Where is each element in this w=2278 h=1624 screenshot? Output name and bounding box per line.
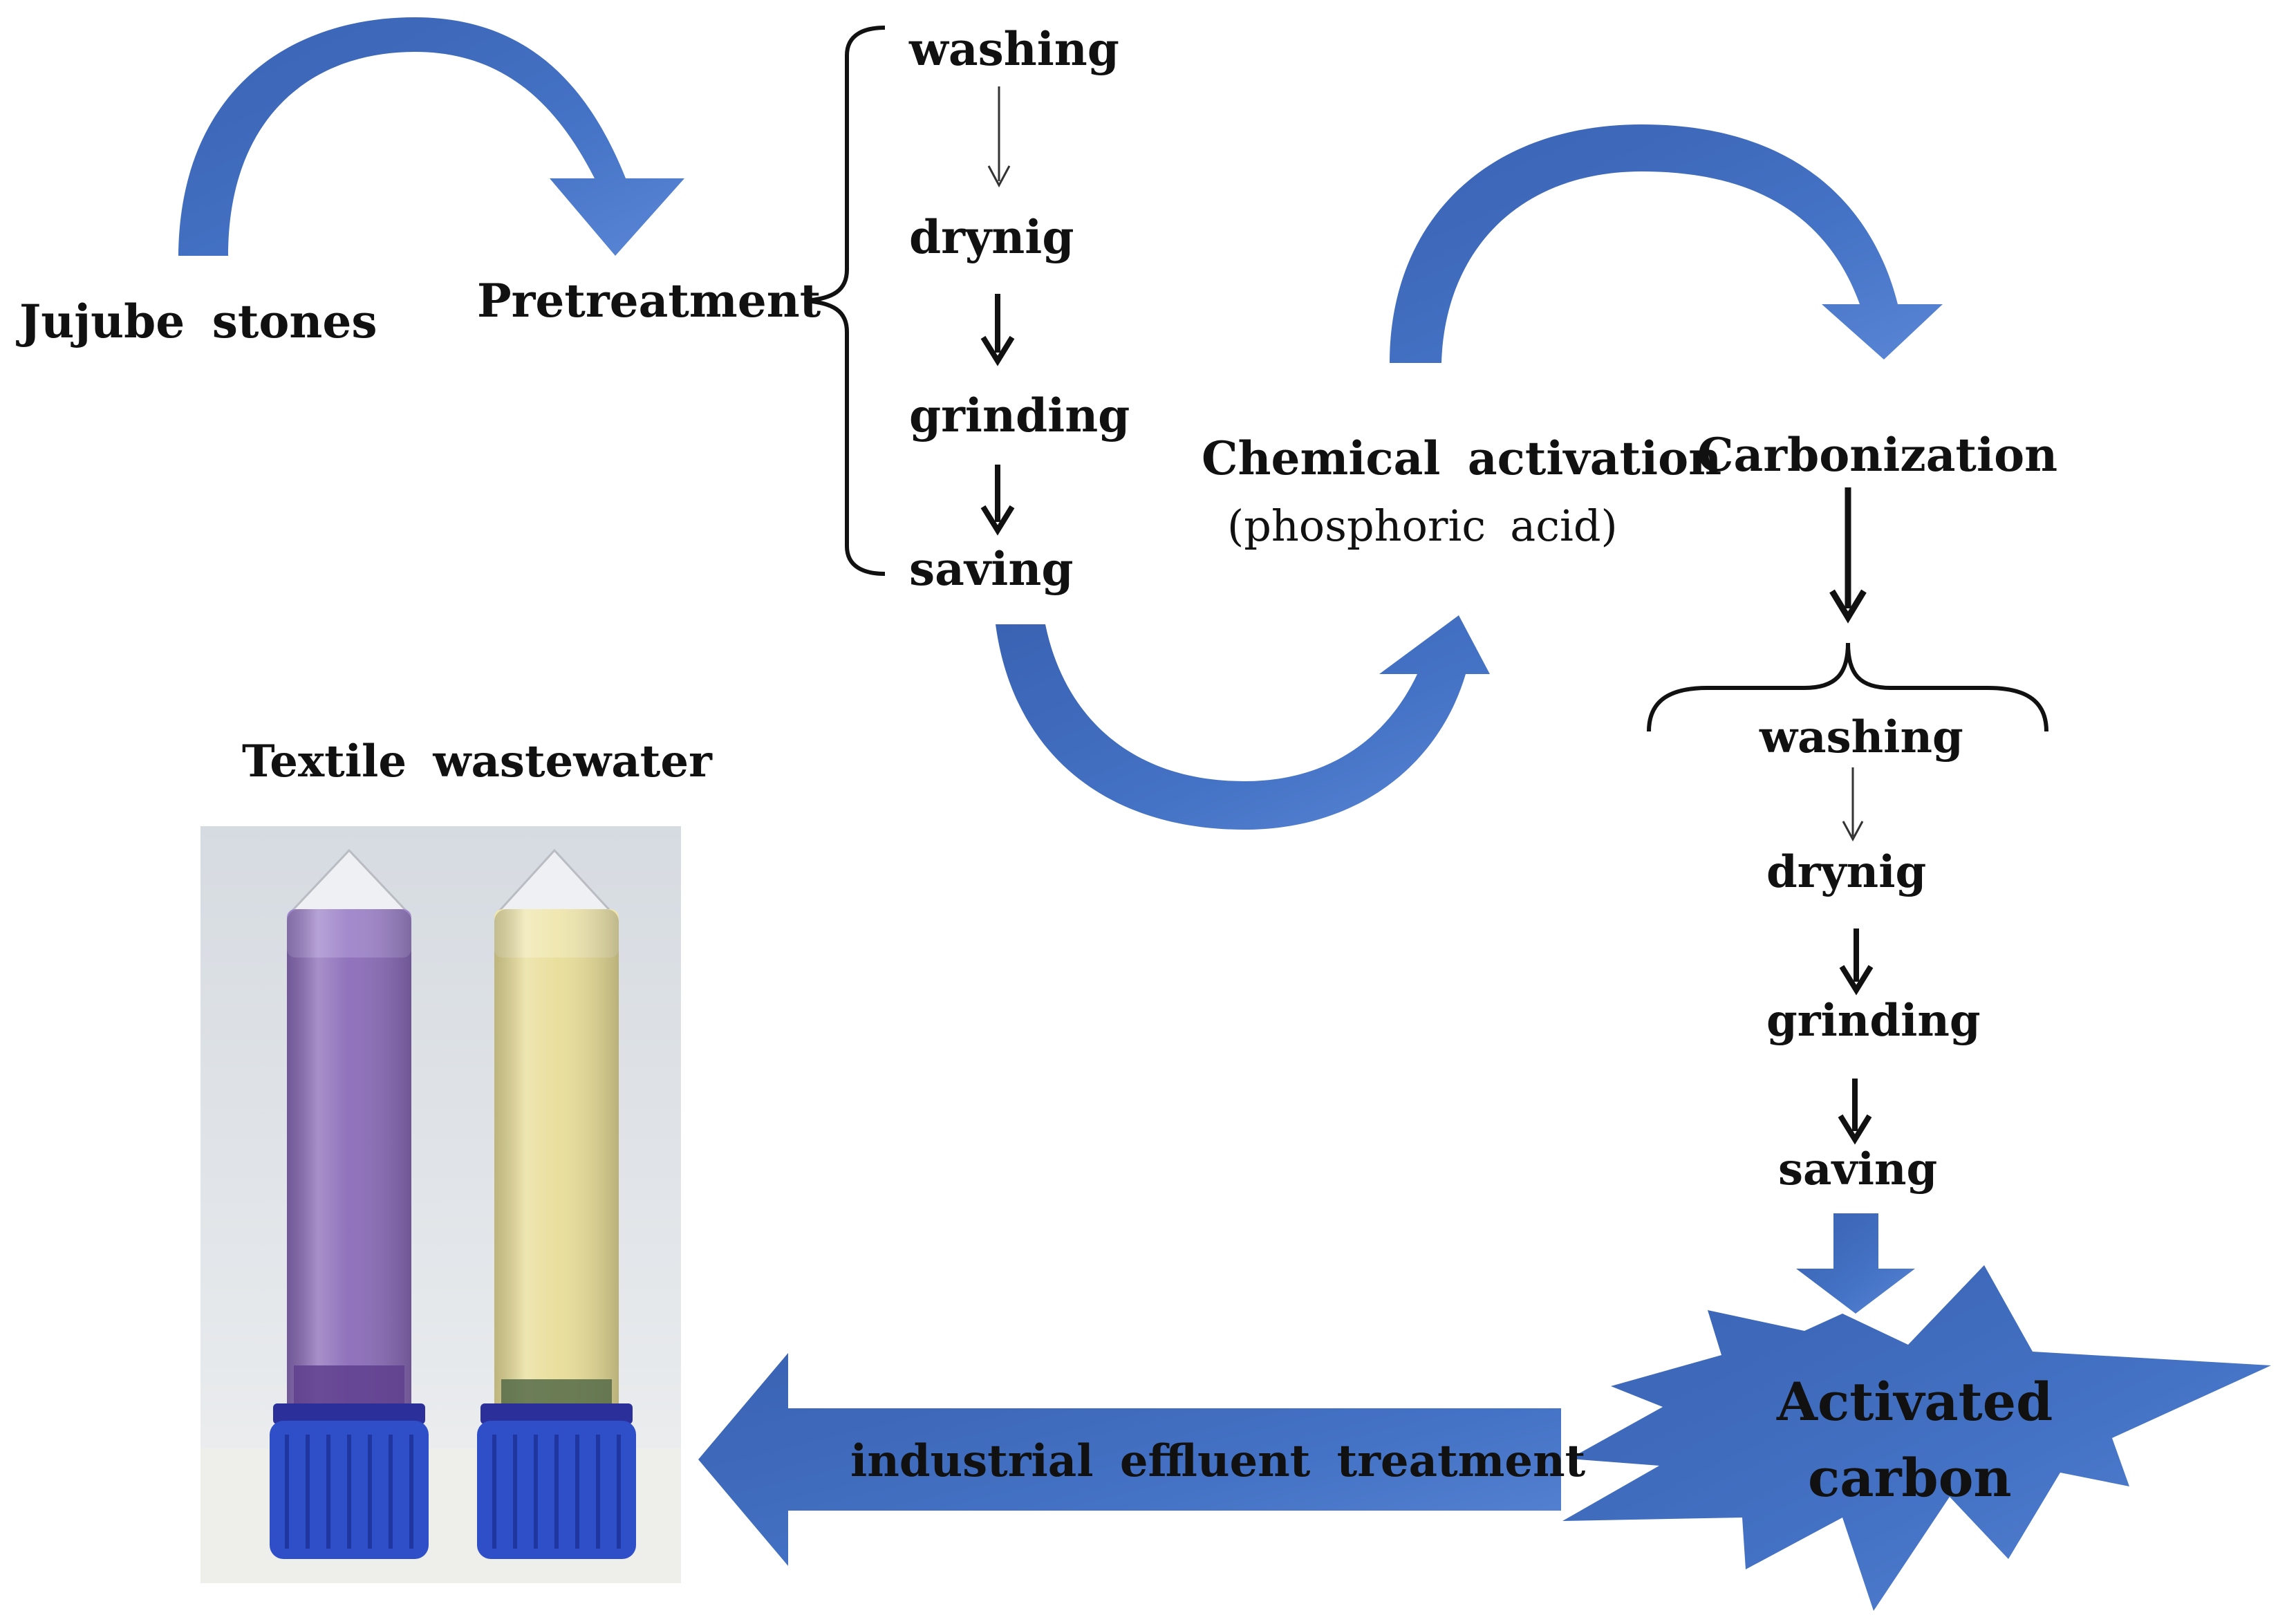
- down-arrow-icon: [1842, 767, 1864, 842]
- carbonization-step: drynig: [1766, 846, 1927, 898]
- down-arrow-icon: [980, 294, 1015, 366]
- pretreatment-step: grinding: [909, 389, 1130, 442]
- curved-arrow-icon: [178, 17, 684, 256]
- carbonization-step: saving: [1778, 1144, 1938, 1195]
- down-arrow-icon: [1829, 487, 1867, 624]
- carbonization-step: grinding: [1766, 995, 1981, 1047]
- down-arrow-icon: [980, 465, 1015, 536]
- brace-icon: [805, 26, 886, 576]
- block-down-arrow-icon: [1796, 1213, 1915, 1314]
- carbonization-label: Carbonization: [1697, 428, 2058, 482]
- activated-label: Activated: [1777, 1371, 2053, 1432]
- starburst-icon: [1562, 1265, 2271, 1611]
- pretreatment-step: washing: [909, 22, 1119, 76]
- pretreatment-step: drynig: [909, 210, 1074, 264]
- big-left-arrow-icon: [698, 1353, 1561, 1566]
- curved-arrow-icon: [996, 615, 1490, 830]
- chemical-activation-label: Chemical activation: [1202, 431, 1722, 485]
- down-arrow-icon: [1838, 1079, 1872, 1145]
- pretreatment-label: Pretreatment: [477, 274, 821, 328]
- textile-wastewater-label: Textile wastewater: [242, 736, 712, 787]
- industrial-treatment-label: industrial effluent treatment: [850, 1435, 1586, 1487]
- pretreatment-step: saving: [909, 542, 1074, 596]
- jujube-stones-label: Jujube stones: [19, 295, 377, 348]
- down-arrow-icon: [1839, 928, 1874, 996]
- down-arrow-icon: [987, 86, 1011, 188]
- test-tube-icon: [200, 826, 681, 1583]
- phosphoric-acid-label: (phosphoric acid): [1227, 501, 1618, 551]
- curved-arrow-icon: [1390, 124, 1943, 363]
- brace-icon: [1647, 642, 2048, 732]
- carbon-label: carbon: [1808, 1447, 2012, 1509]
- carbonization-step: washing: [1759, 711, 1963, 763]
